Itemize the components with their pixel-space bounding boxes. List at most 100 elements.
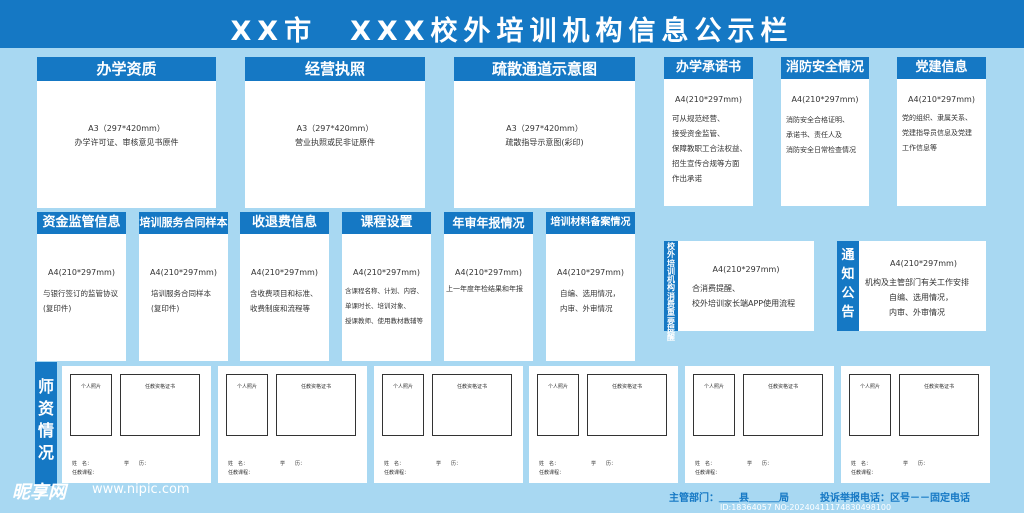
panel-size: A4(210*297mm) (455, 268, 522, 277)
panel-desc: 营业执照或民非证原件 (295, 138, 375, 147)
panel-heading: 收退费信息 (240, 212, 329, 234)
panel-qualification: 办学资质 A3（297*420mm） 办学许可证、审核意见书原件 (37, 57, 216, 208)
teacher-course-label: 任教课程： (539, 470, 565, 476)
desc-line: 校外培训家长端APP使用流程 (692, 299, 796, 308)
panel-heading: 消防安全情况 (781, 57, 869, 79)
panel-annual-review: 年审年报情况 A4(210*297mm) 上一年度年检结果和年报 (444, 212, 533, 361)
photo-label: 个人照片 (547, 384, 568, 390)
personal-photo-frame: 个人照片 (693, 374, 735, 436)
teacher-name-label: 姓 名： (695, 461, 716, 467)
teacher-education-label: 学 历： (436, 461, 462, 467)
footer-report-phone: 投诉举报电话：区号－－固定电话 (820, 493, 970, 504)
panel-size: A4(210*297mm) (890, 259, 957, 268)
desc-line: 招生宣传合规等方面 (672, 159, 740, 168)
teacher-education-label: 学 历： (280, 461, 306, 467)
desc-line: 保障教职工合法权益、 (672, 144, 747, 153)
panel-size: A3（297*420mm） (506, 124, 583, 133)
panel-courses: 课程设置 A4(210*297mm) 含课程名称、计划、内容、 单课时长、培训对… (342, 212, 431, 361)
certificate-frame: 任教资格证书 (276, 374, 356, 436)
desc-line: 消防安全合格证明、 (786, 116, 849, 124)
panel-desc: 党的组织、隶属关系、 党建指导员信息及党建 工作信息等 (902, 111, 972, 156)
photo-label: 个人照片 (236, 384, 257, 390)
desc-line: 消防安全日常检查情况 (786, 146, 856, 154)
personal-photo-frame: 个人照片 (70, 374, 112, 436)
certificate-label: 任教资格证书 (456, 384, 487, 390)
watermark-url: www.nipic.com (92, 482, 190, 497)
panel-consumer-reminder: 校外培训机构消费重要提醒 A4(210*297mm) 合消费提醒、 校外培训家长… (664, 241, 814, 342)
panel-desc: 疏散指导示意图(彩印) (505, 138, 584, 147)
teacher-education-label: 学 历： (903, 461, 929, 467)
panel-size: A4(210*297mm) (791, 95, 859, 104)
desc-line: 合消费提醒、 (692, 284, 740, 293)
panel-desc: 含课程名称、计划、内容、 单课时长、培训对象、 授课教师、使用教材教辅等 (345, 284, 423, 329)
certificate-label: 任教资格证书 (144, 384, 175, 390)
desc-line: 内审、外审情况 (889, 308, 945, 317)
panel-heading: 资金监管信息 (37, 212, 126, 234)
desc-line: (复印件) (151, 304, 180, 313)
teacher-name-label: 姓 名： (384, 461, 405, 467)
panel-commitment: 办学承诺书 A4(210*297mm) 可从规范经营、 接受资金监管、 保障教职… (664, 57, 753, 206)
panel-size: A4(210*297mm) (353, 268, 420, 277)
panel-desc: 培训服务合同样本 (复印件) (151, 286, 211, 316)
desc-line: 机构及主管部门有关工作安排 (865, 278, 969, 287)
desc-line: 培训服务合同样本 (151, 289, 211, 298)
panel-desc: 消防安全合格证明、 承诺书、责任人及 消防安全日常检查情况 (786, 113, 856, 158)
panel-size: A4(210*297mm) (712, 265, 780, 274)
vertical-heading-text: 通知公告 (841, 248, 855, 320)
title-bar (0, 0, 1024, 48)
desc-line: 党的组织、隶属关系、 (902, 114, 972, 122)
teacher-card: 个人照片任教资格证书姓 名：学 历：任教课程： (218, 366, 367, 483)
desc-line: 含课程名称、计划、内容、 (345, 287, 423, 295)
panel-size: A4(210*297mm) (557, 268, 624, 277)
panel-party-building: 党建信息 A4(210*297mm) 党的组织、隶属关系、 党建指导员信息及党建… (897, 57, 986, 206)
photo-label: 个人照片 (80, 384, 101, 390)
panel-evacuation: 疏散通道示意图 A3（297*420mm） 疏散指导示意图(彩印) (454, 57, 635, 208)
panel-desc: 办学许可证、审核意见书原件 (74, 138, 179, 147)
desc-line: 工作信息等 (902, 144, 937, 152)
teacher-section-title: 师资情况 (37, 377, 54, 462)
teacher-course-label: 任教课程： (695, 470, 721, 476)
teacher-education-label: 学 历： (124, 461, 150, 467)
vertical-heading-text: 校外培训机构消费重要提醒 (667, 242, 675, 343)
panel-fire-safety: 消防安全情况 A4(210*297mm) 消防安全合格证明、 承诺书、责任人及 … (781, 57, 869, 206)
panel-business-license: 经营执照 A3（297*420mm） 营业执照或民非证原件 (245, 57, 425, 208)
panel-desc: 合消费提醒、 校外培训家长端APP使用流程 (692, 281, 795, 311)
certificate-frame: 任教资格证书 (899, 374, 979, 436)
panel-size: A3（297*420mm） (296, 124, 374, 133)
photo-label: 个人照片 (859, 384, 880, 390)
footer-department: 主管部门：＿＿县＿＿＿局 (669, 493, 789, 504)
teacher-course-label: 任教课程： (72, 470, 98, 476)
panel-fees: 收退费信息 A4(210*297mm) 含收费项目和标准、 收费制度和流程等 (240, 212, 329, 361)
desc-line: 单课时长、培训对象、 (345, 302, 410, 310)
desc-line: 作出承诺 (672, 174, 702, 183)
desc-line: 接受资金监管、 (672, 129, 725, 138)
panel-size: A4(210*297mm) (48, 268, 115, 277)
panel-size: A4(210*297mm) (675, 95, 742, 104)
panel-contract-sample: 培训服务合同样本 A4(210*297mm) 培训服务合同样本 (复印件) (139, 212, 228, 361)
personal-photo-frame: 个人照片 (537, 374, 579, 436)
certificate-frame: 任教资格证书 (432, 374, 512, 436)
panel-size: A4(210*297mm) (150, 268, 217, 277)
panel-heading: 党建信息 (897, 57, 986, 79)
personal-photo-frame: 个人照片 (382, 374, 424, 436)
vertical-heading: 通知公告 (837, 241, 859, 331)
panel-heading: 经营执照 (245, 57, 425, 81)
certificate-frame: 任教资格证书 (120, 374, 200, 436)
personal-photo-frame: 个人照片 (849, 374, 891, 436)
panel-desc: 与银行签订的监管协议 (复印件) (43, 286, 118, 316)
watermark-brand: 昵享网 (12, 482, 66, 503)
panel-size: A4(210*297mm) (908, 95, 975, 104)
teacher-name-label: 姓 名： (539, 461, 560, 467)
teacher-name-label: 姓 名： (228, 461, 249, 467)
teacher-section-heading: 师资情况 (35, 362, 57, 486)
panel-heading: 培训服务合同样本 (139, 212, 228, 234)
panel-heading: 办学承诺书 (664, 57, 753, 79)
personal-photo-frame: 个人照片 (226, 374, 268, 436)
panel-heading: 课程设置 (342, 212, 431, 234)
teacher-education-label: 学 历： (591, 461, 617, 467)
desc-line: 可从规范经营、 (672, 114, 725, 123)
panel-heading: 年审年报情况 (444, 212, 533, 234)
page-title: XX市 XXX校外培训机构信息公示栏 (230, 16, 794, 47)
teacher-card: 个人照片任教资格证书姓 名：学 历：任教课程： (685, 366, 834, 483)
teacher-education-label: 学 历： (747, 461, 773, 467)
